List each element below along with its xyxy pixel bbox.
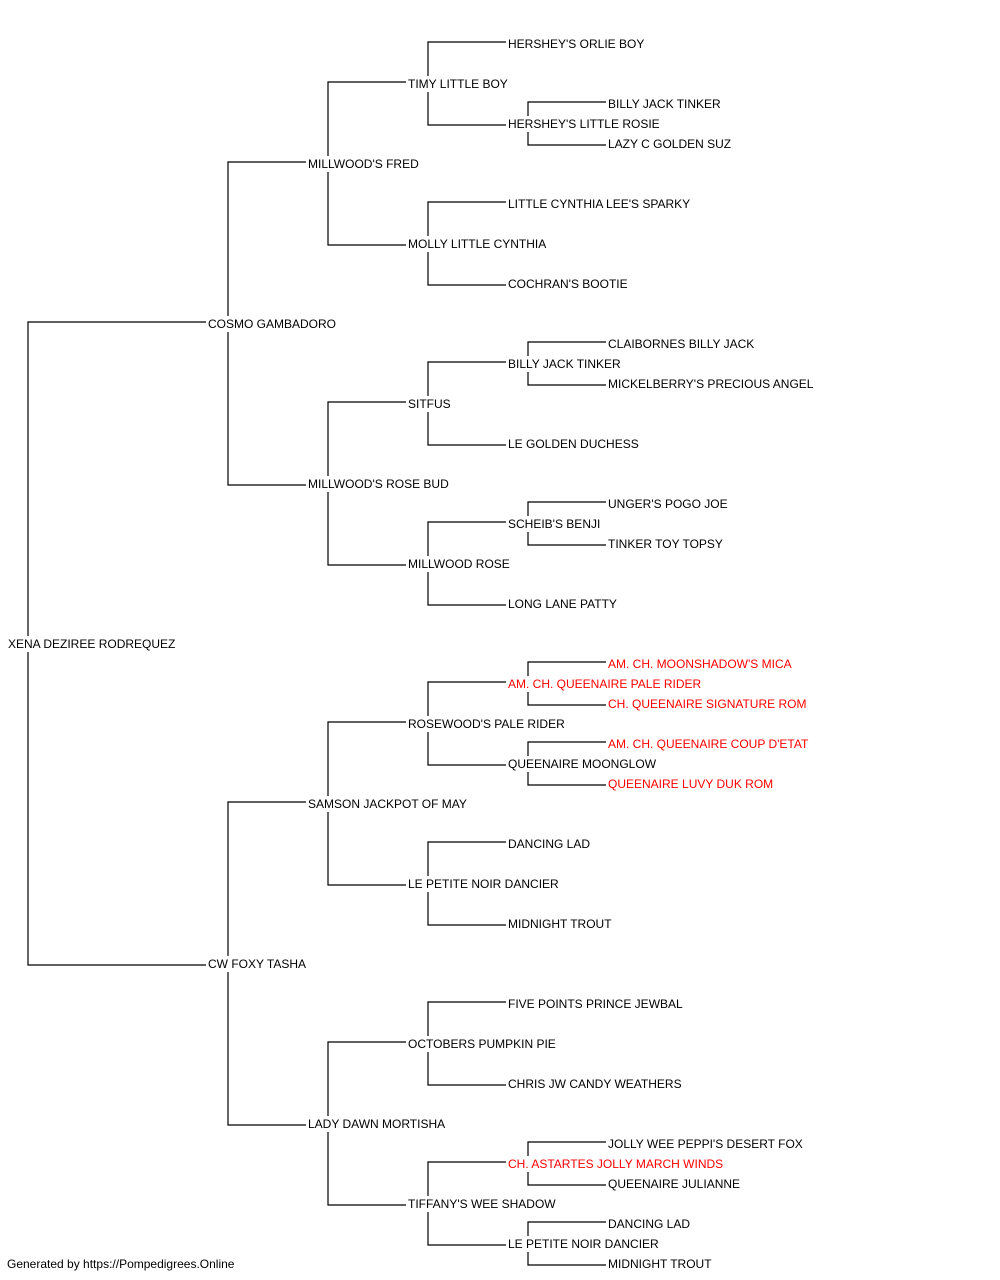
connector-line — [427, 92, 506, 126]
connector-line — [427, 252, 506, 286]
connector-line — [527, 1252, 606, 1266]
connector-line — [427, 732, 506, 766]
connector-line — [427, 1001, 506, 1036]
connector-line — [327, 81, 406, 156]
ancestor-name[interactable]: MIDNIGHT TROUT — [507, 917, 613, 931]
subject-dog-name[interactable]: XENA DEZIREE RODREQUEZ — [7, 637, 177, 651]
ancestor-name[interactable]: CHRIS JW CANDY WEATHERS — [507, 1077, 683, 1091]
ancestor-name[interactable]: OCTOBERS PUMPKIN PIE — [407, 1037, 557, 1051]
ancestor-name[interactable]: MILLWOOD ROSE — [407, 557, 511, 571]
connector-line — [427, 521, 506, 556]
ancestor-name[interactable]: MICKELBERRY'S PRECIOUS ANGEL — [607, 377, 815, 391]
ancestor-name[interactable]: QUEENAIRE MOONGLOW — [507, 757, 658, 771]
ancestor-name[interactable]: COCHRAN'S BOOTIE — [507, 277, 629, 291]
sire-sire-name[interactable]: MILLWOOD'S FRED — [307, 157, 420, 171]
ancestor-name[interactable]: QUEENAIRE JULIANNE — [607, 1177, 742, 1191]
dam-sire-name[interactable]: SAMSON JACKPOT OF MAY — [307, 797, 468, 811]
ancestor-name[interactable]: CLAIBORNES BILLY JACK — [607, 337, 756, 351]
dam-dam-name[interactable]: LADY DAWN MORTISHA — [307, 1117, 447, 1131]
ancestor-name[interactable]: CH. ASTARTES JOLLY MARCH WINDS — [507, 1157, 725, 1171]
ancestor-name[interactable]: LITTLE CYNTHIA LEE'S SPARKY — [507, 197, 692, 211]
connector-line — [427, 201, 506, 236]
connector-line — [427, 412, 506, 446]
ancestor-name[interactable]: QUEENAIRE LUVY DUK ROM — [607, 777, 775, 791]
connector-line — [427, 841, 506, 876]
connector-line — [427, 361, 506, 396]
connector-line — [227, 801, 306, 956]
ancestor-name[interactable]: CH. QUEENAIRE SIGNATURE ROM — [607, 697, 808, 711]
sire-dam-name[interactable]: MILLWOOD'S ROSE BUD — [307, 477, 450, 491]
connector-line — [527, 501, 606, 516]
ancestor-name[interactable]: LONG LANE PATTY — [507, 597, 618, 611]
connector-line — [527, 692, 606, 706]
ancestor-name[interactable]: BILLY JACK TINKER — [507, 357, 622, 371]
ancestor-name[interactable]: UNGER'S POGO JOE — [607, 497, 729, 511]
sire-name[interactable]: COSMO GAMBADORO — [207, 317, 338, 331]
connector-line — [527, 532, 606, 546]
connector-line — [527, 661, 606, 676]
dam-name[interactable]: CW FOXY TASHA — [207, 957, 308, 971]
ancestor-name[interactable]: HERSHEY'S LITTLE ROSIE — [507, 117, 661, 131]
ancestor-name[interactable]: DANCING LAD — [507, 837, 592, 851]
connector-line — [327, 812, 406, 886]
connector-line — [527, 372, 606, 386]
ancestor-name[interactable]: AM. CH. MOONSHADOW'S MICA — [607, 657, 793, 671]
footer-credit: Generated by https://Pompedigrees.Online — [7, 1257, 235, 1271]
ancestor-name[interactable]: LE PETITE NOIR DANCIER — [507, 1237, 660, 1251]
ancestor-name[interactable]: DANCING LAD — [607, 1217, 692, 1231]
ancestor-name[interactable]: LAZY C GOLDEN SUZ — [607, 137, 733, 151]
ancestor-name[interactable]: MIDNIGHT TROUT — [607, 1257, 713, 1271]
ancestor-name[interactable]: ROSEWOOD'S PALE RIDER — [407, 717, 566, 731]
connector-line — [527, 132, 606, 146]
connector-line — [327, 721, 406, 796]
connector-line — [427, 681, 506, 716]
connector-line — [527, 101, 606, 116]
connector-line — [427, 1052, 506, 1086]
ancestor-name[interactable]: LE PETITE NOIR DANCIER — [407, 877, 560, 891]
connector-line — [527, 1221, 606, 1236]
connector-line — [327, 172, 406, 246]
ancestor-name[interactable]: FIVE POINTS PRINCE JEWBAL — [507, 997, 684, 1011]
connector-line — [527, 1172, 606, 1186]
connector-line — [527, 772, 606, 786]
ancestor-name[interactable]: LE GOLDEN DUCHESS — [507, 437, 640, 451]
connector-line — [327, 1132, 406, 1206]
ancestor-name[interactable]: TIFFANY'S WEE SHADOW — [407, 1197, 557, 1211]
ancestor-name[interactable]: JOLLY WEE PEPPI'S DESERT FOX — [607, 1137, 804, 1151]
connector-line — [427, 892, 506, 926]
ancestor-name[interactable]: HERSHEY'S ORLIE BOY — [507, 37, 646, 51]
ancestor-name[interactable]: TIMY LITTLE BOY — [407, 77, 509, 91]
connector-line — [527, 341, 606, 356]
connector-line — [527, 1141, 606, 1156]
connector-line — [227, 972, 306, 1126]
ancestor-name[interactable]: MOLLY LITTLE CYNTHIA — [407, 237, 548, 251]
connector-line — [427, 572, 506, 606]
connector-line — [427, 1212, 506, 1246]
connector-line — [427, 1161, 506, 1196]
connector-line — [427, 41, 506, 76]
ancestor-name[interactable]: SCHEIB'S BENJI — [507, 517, 602, 531]
ancestor-name[interactable]: SITFUS — [407, 397, 452, 411]
connector-line — [327, 401, 406, 476]
connector-line — [27, 321, 206, 636]
ancestor-name[interactable]: TINKER TOY TOPSY — [607, 537, 724, 551]
connector-line — [327, 1041, 406, 1116]
connector-line — [227, 332, 306, 486]
ancestor-name[interactable]: BILLY JACK TINKER — [607, 97, 722, 111]
connector-line — [527, 741, 606, 756]
connector-line — [327, 492, 406, 566]
connector-line — [27, 652, 206, 966]
ancestor-name[interactable]: AM. CH. QUEENAIRE COUP D'ETAT — [607, 737, 810, 751]
ancestor-name[interactable]: AM. CH. QUEENAIRE PALE RIDER — [507, 677, 703, 691]
connector-line — [227, 161, 306, 316]
